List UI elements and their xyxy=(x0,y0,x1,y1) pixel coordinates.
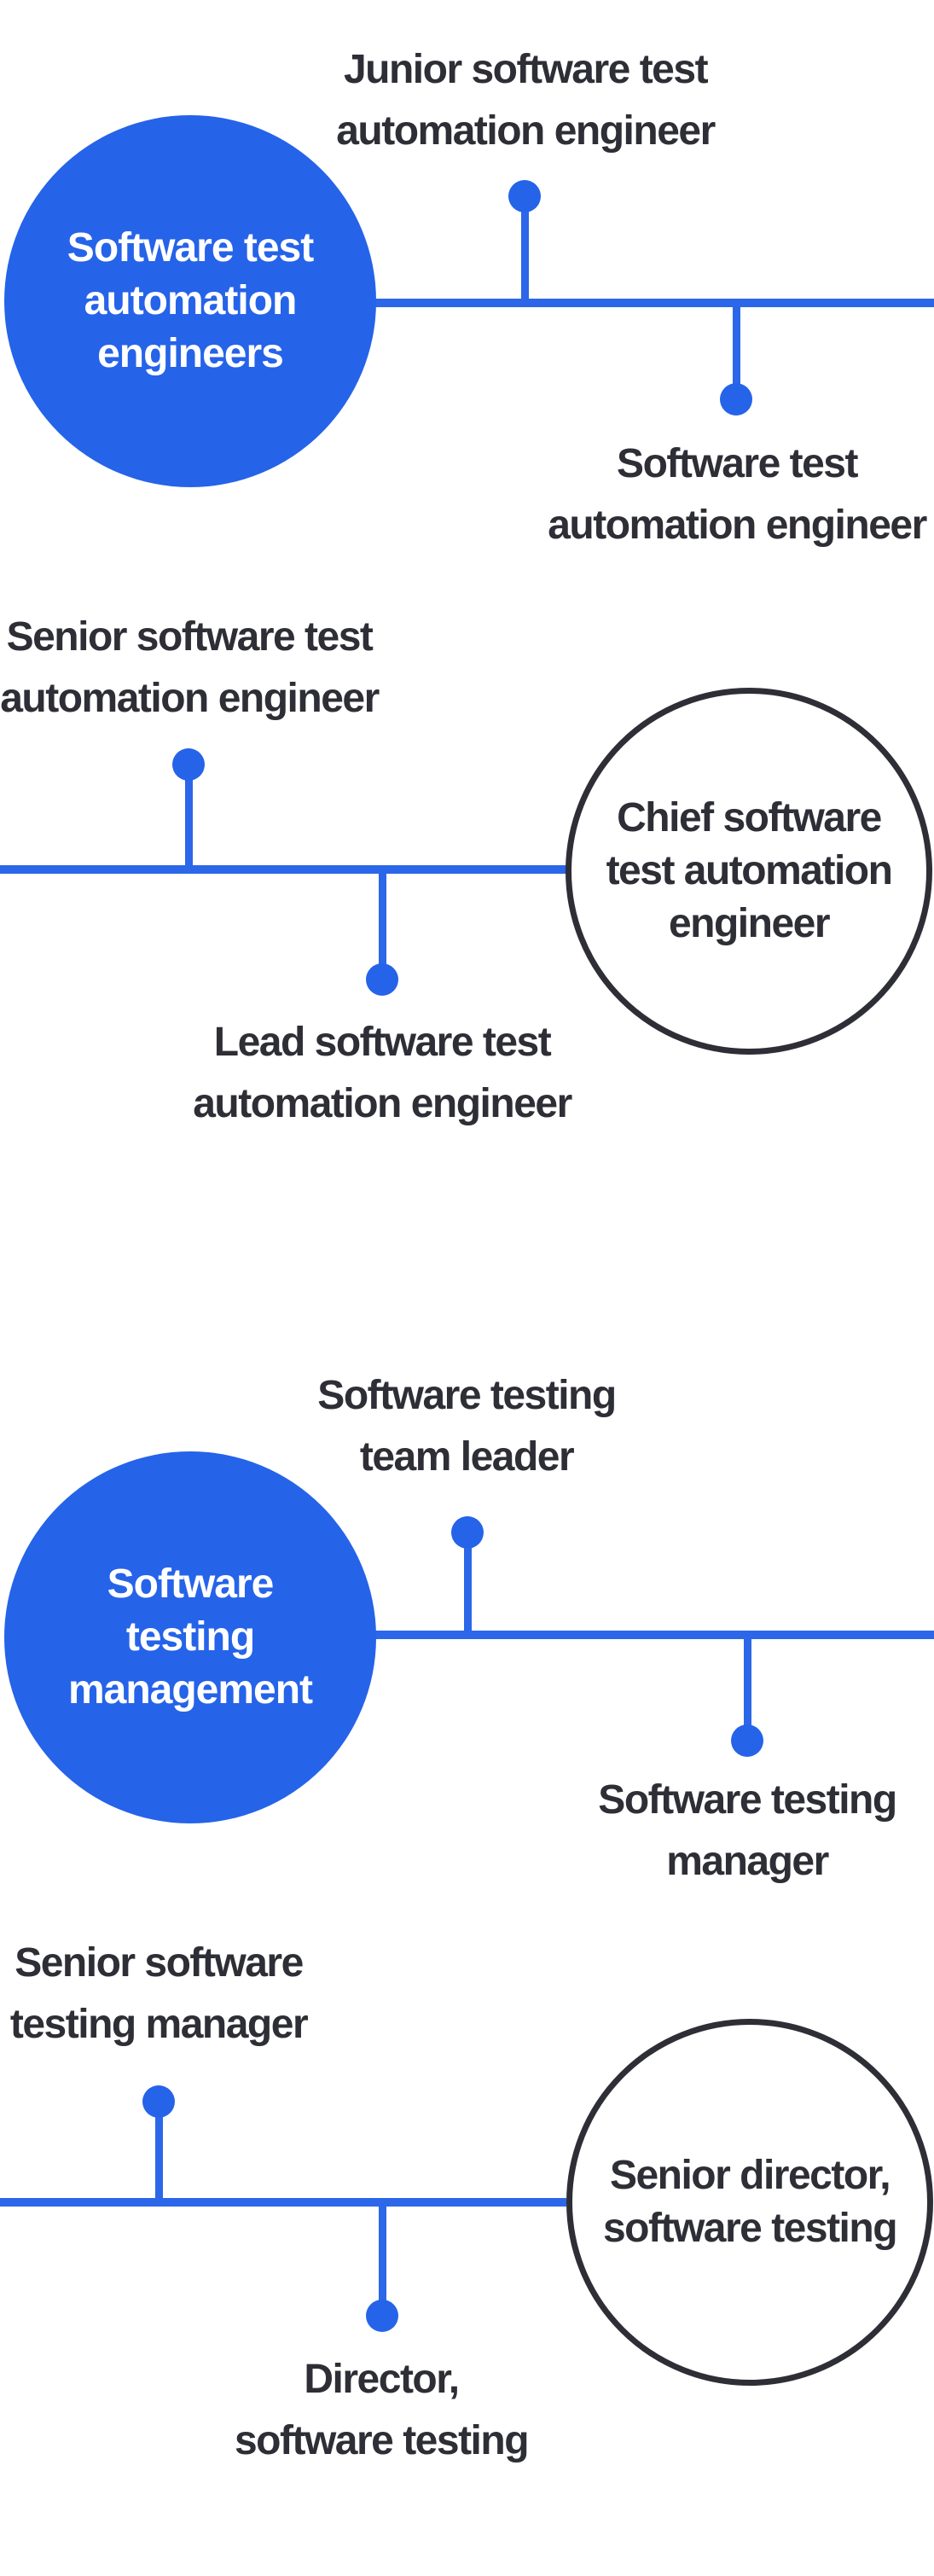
peak-label-line: Senior director, xyxy=(609,2153,891,2198)
hub-circle-test-automation: Software test automation engineers xyxy=(4,115,376,487)
node-stem xyxy=(379,869,386,980)
node-dot xyxy=(172,748,205,781)
node-dot xyxy=(366,963,398,996)
peak-circle-chief-engineer: Chief software test automation engineer xyxy=(566,688,932,1055)
peak-label-line: engineer xyxy=(668,901,831,946)
hub-label-line: Software xyxy=(107,1561,275,1607)
node-dot xyxy=(451,1516,484,1549)
timeline-row2-section1 xyxy=(0,865,566,874)
peak-label-line: Chief software xyxy=(617,795,882,840)
hub-label-line: Software test xyxy=(67,225,314,270)
node-stem xyxy=(464,1532,472,1635)
hub-label-line: management xyxy=(67,1667,313,1712)
node-stem xyxy=(155,2102,163,2202)
role-label-director: Director, software testing xyxy=(234,2357,530,2463)
role-label-engineer: Software test automation engineer xyxy=(548,441,927,548)
node-dot xyxy=(366,2300,398,2332)
role-label-junior-engineer: Junior software test automation engineer xyxy=(336,47,716,154)
role-label-senior-testing-manager: Senior software testing manager xyxy=(9,1940,309,2047)
node-stem xyxy=(733,303,740,399)
hub-label-line: automation xyxy=(84,278,298,323)
node-dot xyxy=(731,1724,763,1757)
node-stem xyxy=(379,2202,386,2316)
timeline-row2-section2 xyxy=(0,2198,566,2207)
peak-label-line: test automation xyxy=(606,848,893,893)
role-label-senior-engineer: Senior software test automation engineer xyxy=(0,614,380,721)
node-stem xyxy=(744,1635,751,1741)
hub-circle-testing-management: Software testing management xyxy=(4,1451,376,1823)
node-stem xyxy=(521,196,529,303)
hub-label-line: engineers xyxy=(97,331,284,376)
role-label-team-leader: Software testing team leader xyxy=(317,1373,617,1480)
role-label-testing-manager: Software testing manager xyxy=(598,1777,897,1884)
node-dot xyxy=(720,383,752,416)
timeline-row1-section1 xyxy=(375,299,934,307)
node-stem xyxy=(185,765,193,869)
peak-label-line: software testing xyxy=(602,2206,898,2251)
timeline-row1-section2 xyxy=(375,1631,934,1639)
hub-label-line: testing xyxy=(125,1614,255,1660)
role-label-lead-engineer: Lead software test automation engineer xyxy=(193,1020,572,1126)
node-dot xyxy=(508,180,541,212)
node-dot xyxy=(142,2085,175,2118)
peak-circle-senior-director: Senior director, software testing xyxy=(566,2019,933,2386)
